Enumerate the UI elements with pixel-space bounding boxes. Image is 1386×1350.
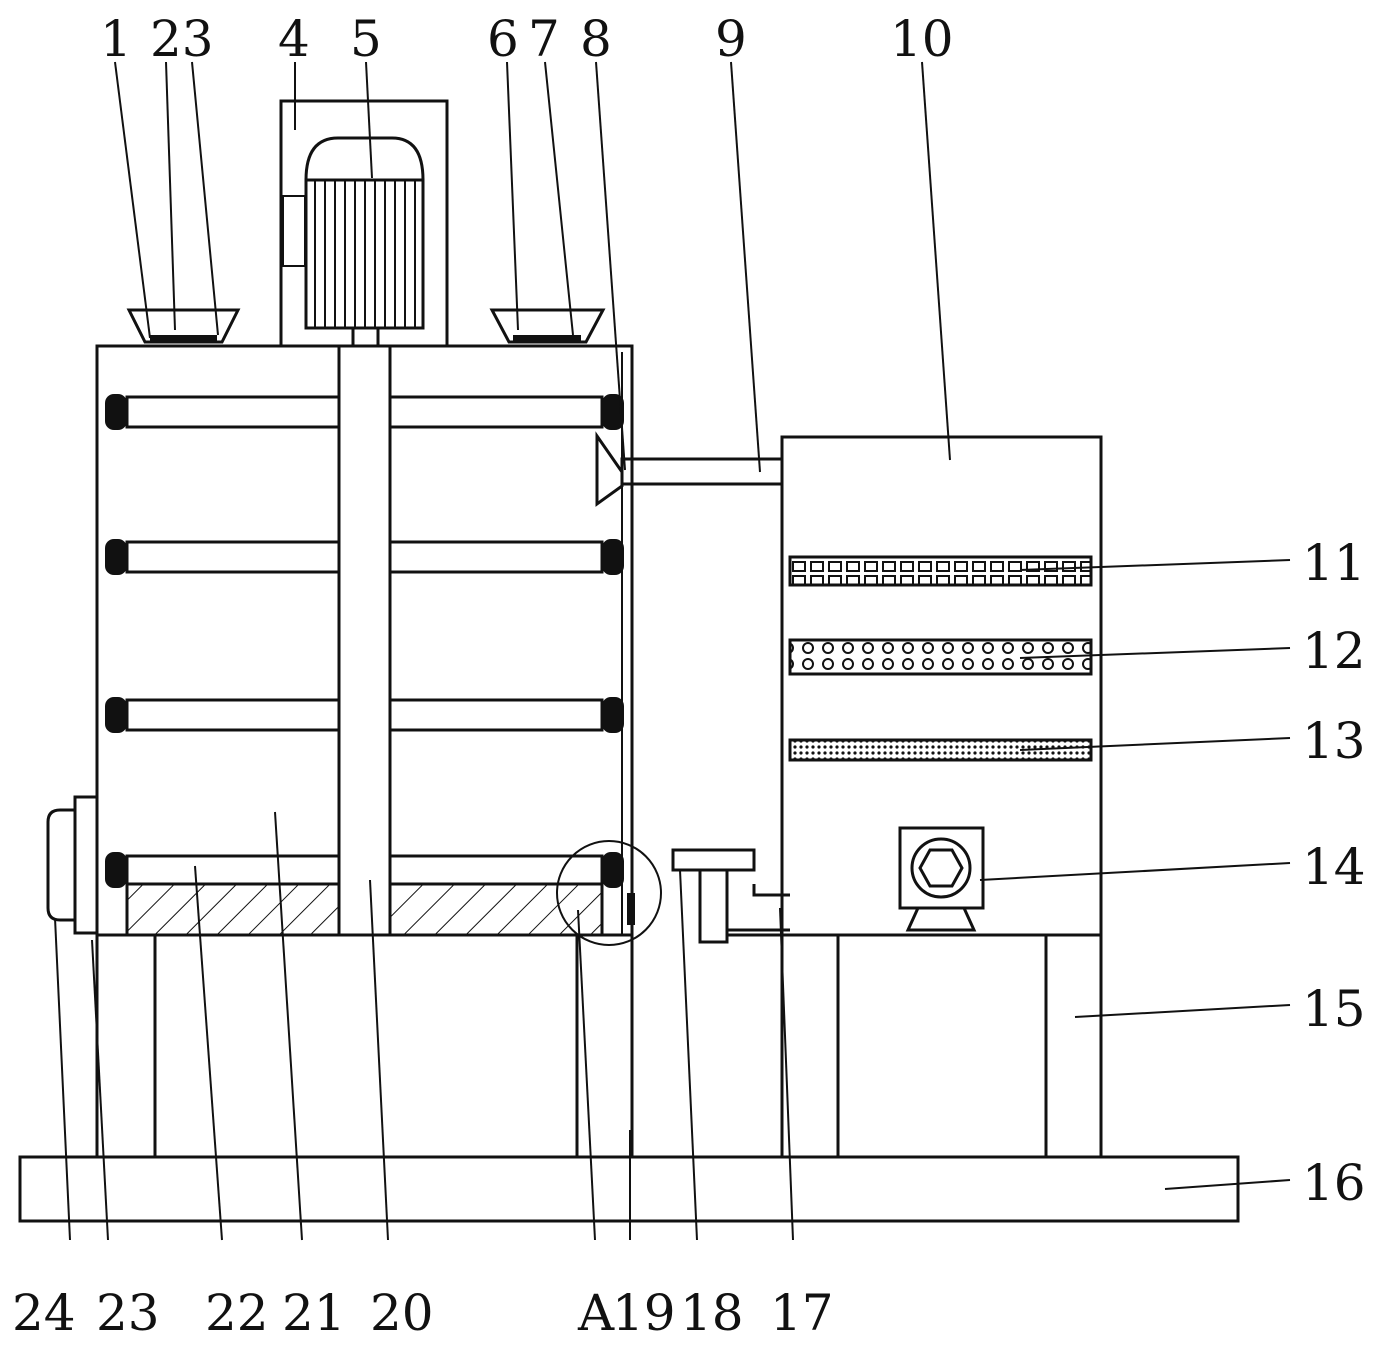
filter-layer-11 [788, 555, 1093, 587]
spray-nozzle [595, 431, 624, 507]
filter-layer-13 [788, 738, 1093, 762]
pump [898, 826, 985, 932]
label-a: A [577, 1284, 615, 1342]
label-15: 15 [1302, 980, 1366, 1038]
main-tank-legs [95, 935, 634, 1157]
label-24: 24 [12, 1284, 76, 1342]
label-17: 17 [770, 1284, 834, 1342]
label-7: 7 [528, 10, 560, 68]
detail-a-circle [556, 840, 662, 946]
label-14: 14 [1302, 838, 1366, 896]
connecting-pipe [620, 457, 784, 486]
label-5: 5 [350, 10, 382, 68]
wall-rollers [105, 394, 624, 888]
motor [304, 136, 425, 348]
label-20: 20 [370, 1284, 434, 1342]
label-10: 10 [890, 10, 954, 68]
filter-box [780, 435, 1103, 937]
label-11: 11 [1302, 534, 1366, 592]
label-8: 8 [580, 10, 612, 68]
label-1: 1 [100, 10, 132, 68]
label-6: 6 [487, 10, 519, 68]
feed-hopper-left [126, 308, 241, 344]
feed-hopper-right [489, 308, 606, 344]
label-13: 13 [1302, 712, 1366, 770]
label-22: 22 [205, 1284, 269, 1342]
filter-box-legs [780, 935, 1103, 1157]
valve [671, 848, 756, 944]
label-4: 4 [278, 10, 310, 68]
label-16: 16 [1302, 1154, 1366, 1212]
label-21: 21 [282, 1284, 346, 1342]
label-23-bottom: 23 [96, 1284, 160, 1342]
label-12: 12 [1302, 622, 1366, 680]
side-handle [46, 795, 97, 935]
outlet-pipe [727, 884, 790, 937]
callout-labels: 1 23 4 5 6 7 8 9 10 11 12 13 14 15 16 24… [12, 10, 1366, 1342]
central-shaft [337, 344, 392, 937]
motor-bracket [279, 99, 449, 346]
leader-lines [54, 61, 1291, 1241]
motor-mount [282, 195, 306, 267]
label-18: 18 [680, 1284, 744, 1342]
label-19: 19 [612, 1284, 676, 1342]
label-23-top: 23 [150, 10, 214, 68]
label-9: 9 [715, 10, 747, 68]
